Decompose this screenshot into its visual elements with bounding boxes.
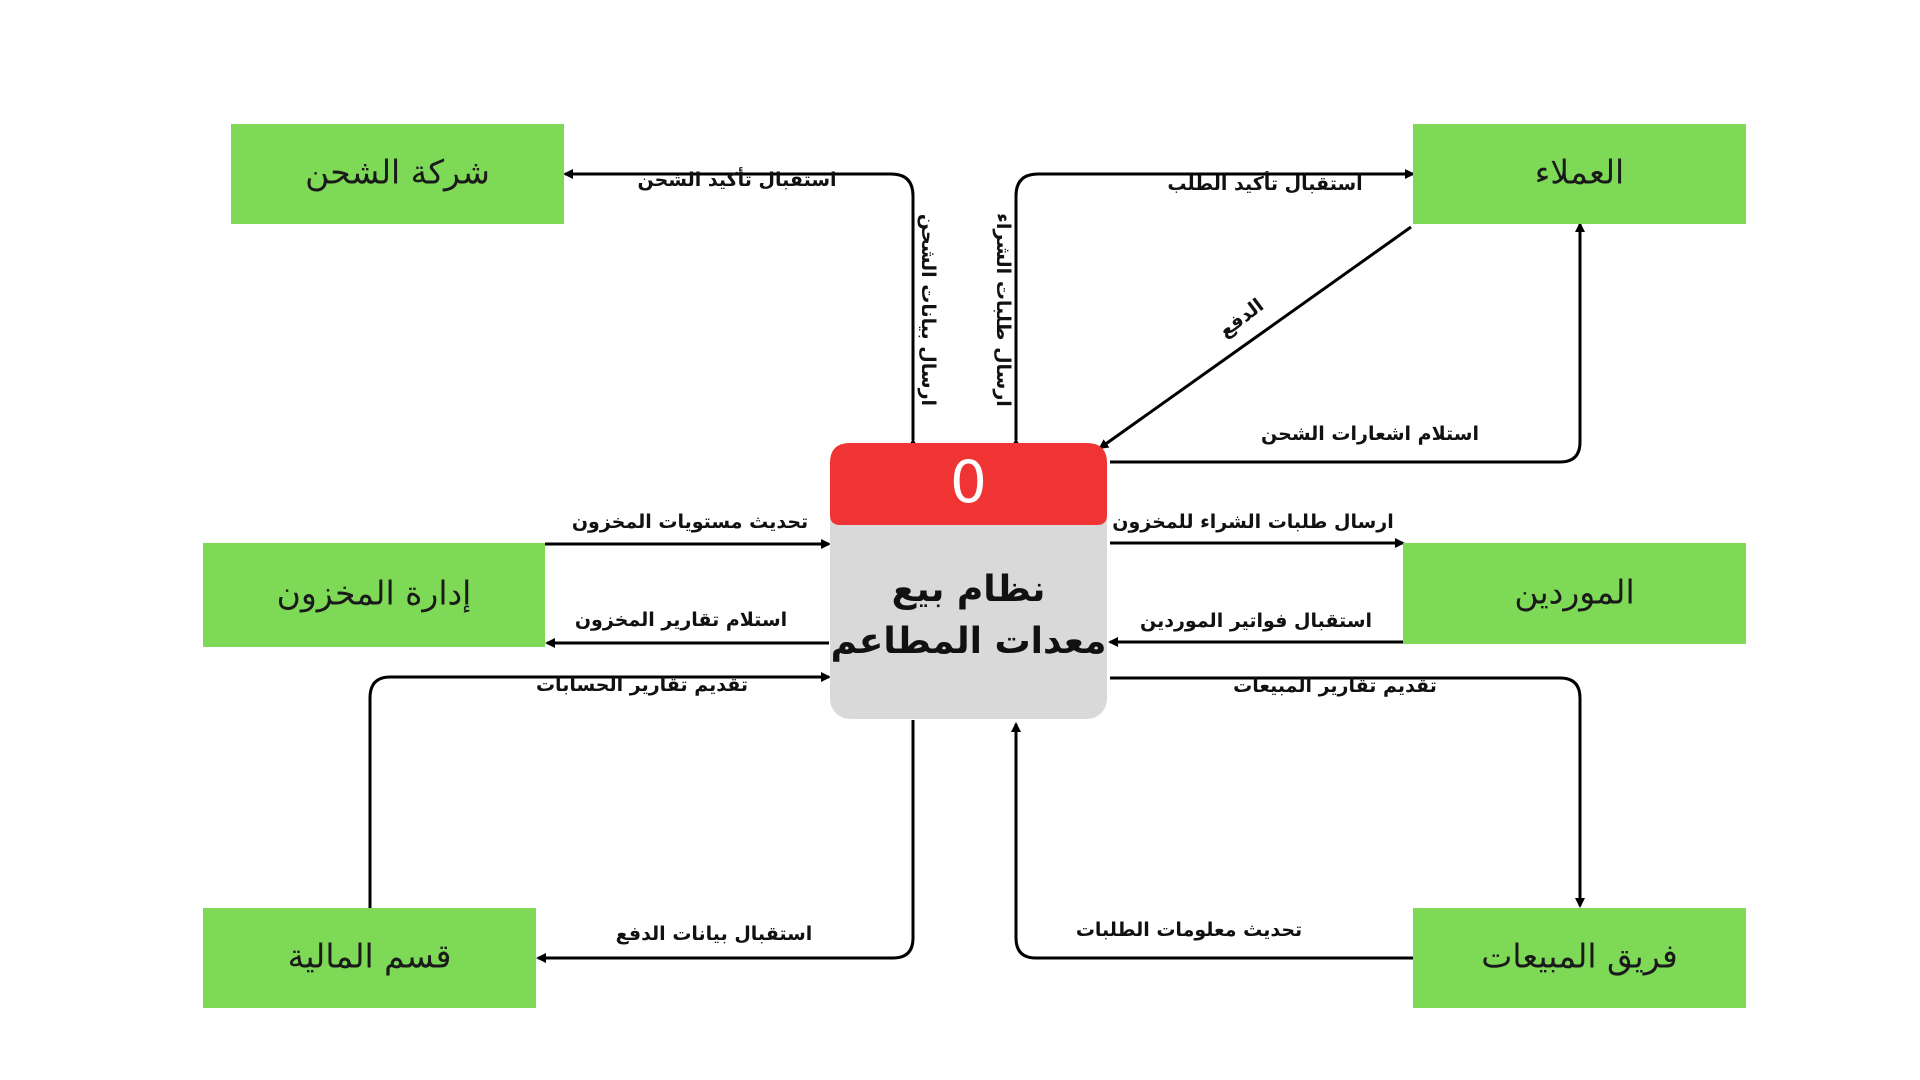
flow-label-receive-shipping-notices: استلام اشعارات الشحن bbox=[1261, 423, 1479, 445]
entity-shipping-company[interactable]: شركة الشحن bbox=[231, 124, 564, 224]
flow-label-submit-accounts-reports: تقديم تقارير الحسابات bbox=[536, 674, 748, 696]
flow-payment-data-line bbox=[536, 720, 915, 963]
process-header bbox=[830, 443, 1107, 525]
entity-finance-department[interactable]: قسم المالية bbox=[203, 908, 536, 1008]
entity-inventory-management[interactable]: إدارة المخزون bbox=[203, 543, 545, 647]
process-number: 0 bbox=[950, 448, 987, 516]
entity-sales-team[interactable]: فريق المبيعات bbox=[1413, 908, 1746, 1008]
entity-label: فريق المبيعات bbox=[1481, 937, 1677, 977]
entity-label: العملاء bbox=[1535, 153, 1624, 192]
process-name-line2: معدات المطاعم bbox=[831, 621, 1107, 662]
entity-label: شركة الشحن bbox=[305, 153, 490, 192]
entity-label: قسم المالية bbox=[288, 937, 452, 976]
process-node[interactable]: 0 نظام بيع معدات المطاعم bbox=[830, 443, 1107, 719]
flow-accounts-reports-line bbox=[368, 672, 831, 908]
flow-labels: استقبال تأكيد الشحن ارسال بيانات الشحن ا… bbox=[536, 167, 1479, 945]
flow-label-update-inventory-levels: تحديث مستويات المخزون bbox=[572, 511, 808, 533]
flow-orders-info-line bbox=[1011, 722, 1413, 960]
flow-sales-reports-line bbox=[1110, 676, 1585, 908]
flow-label-submit-sales-reports: تقديم تقارير المبيعات bbox=[1233, 675, 1437, 697]
flow-customers-purchase-line bbox=[1011, 169, 1415, 448]
process-name-line1: نظام بيع bbox=[892, 569, 1046, 610]
flow-label-receive-shipping-confirm: استقبال تأكيد الشحن bbox=[637, 167, 836, 191]
flow-label-update-orders-info: تحديث معلومات الطلبات bbox=[1076, 919, 1302, 941]
flow-shipping-line bbox=[563, 169, 918, 448]
entity-customers[interactable]: العملاء bbox=[1413, 124, 1746, 224]
flow-label-receive-payment-data: استقبال بيانات الدفع bbox=[616, 923, 813, 945]
entity-label: إدارة المخزون bbox=[277, 574, 472, 614]
flow-label-receive-order-confirm: استقبال تأكيد الطلب bbox=[1167, 171, 1362, 195]
flow-payment-line bbox=[1098, 225, 1412, 450]
flow-label-send-purchase-requests: ارسال طلبات الشراء bbox=[992, 213, 1014, 407]
flow-label-receive-supplier-invoices: استقبال فواتير الموردين bbox=[1140, 610, 1372, 632]
flow-shipping-notices-line bbox=[1110, 222, 1585, 464]
flow-label-send-shipping-data: ارسال بيانات الشحن bbox=[917, 214, 939, 406]
flow-label-receive-inventory-reports: استلام تقارير المخزون bbox=[575, 609, 787, 631]
flow-label-purchase-requests-inventory: ارسال طلبات الشراء للمخزون bbox=[1112, 511, 1393, 533]
entity-suppliers[interactable]: الموردين bbox=[1403, 543, 1746, 644]
entity-label: الموردين bbox=[1514, 573, 1634, 612]
flow-lines bbox=[368, 169, 1585, 963]
